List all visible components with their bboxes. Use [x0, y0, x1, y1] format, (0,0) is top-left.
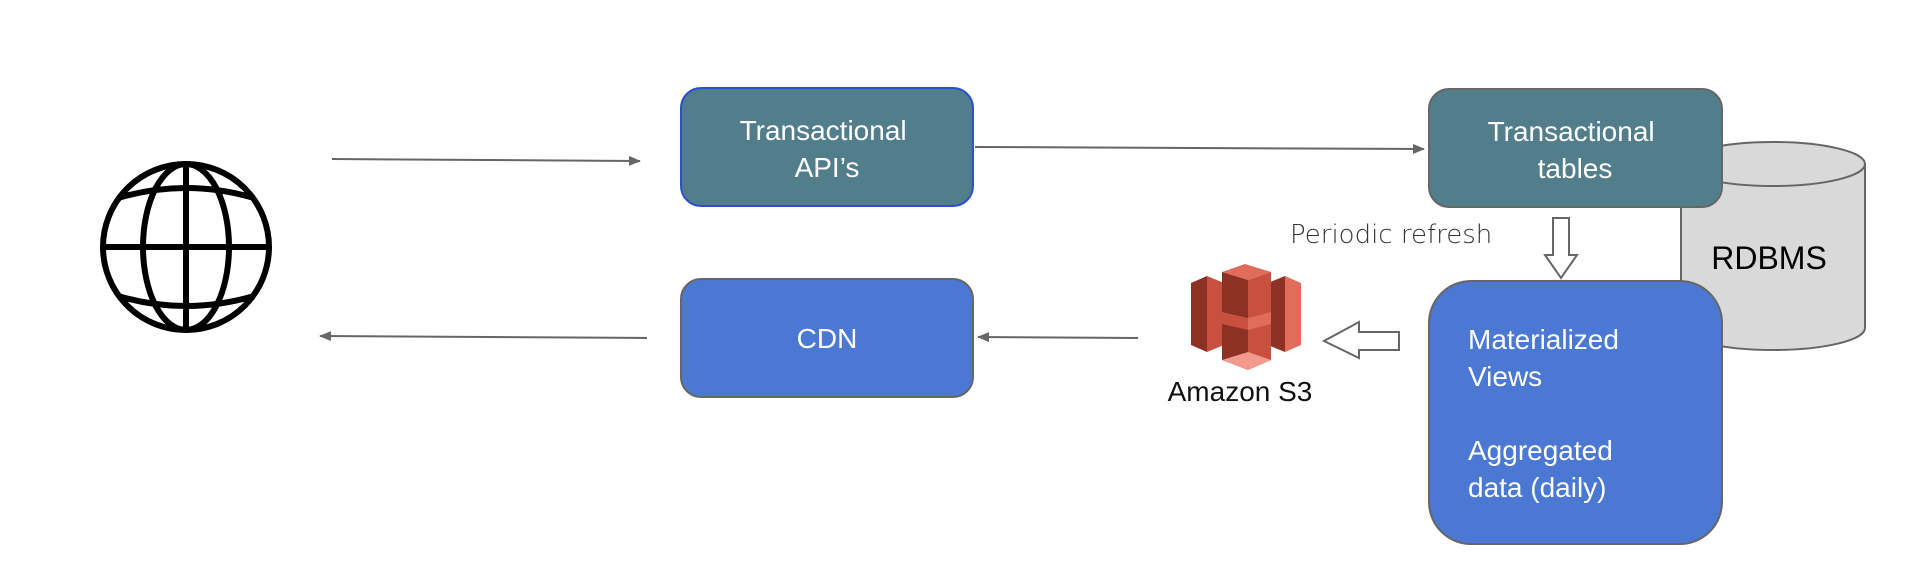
transactional-apis-line-1: Transactional [740, 115, 907, 146]
views-line-5: data (daily) [1468, 472, 1607, 503]
amazon-s3-icon [1191, 264, 1301, 370]
svg-text:Transactional API’s: Transactional API’s [740, 115, 915, 183]
rdbms-cylinder: RDBMS [1680, 141, 1866, 351]
arrow-s3-to-cdn [977, 332, 1139, 343]
globe-icon [100, 161, 272, 333]
amazon-s3-label: Amazon S3 [1168, 376, 1313, 407]
svg-text:Materialized Views: Materialized Views Aggregated data (dail… [1468, 324, 1627, 503]
transactional-apis-line-2: API’s [795, 152, 860, 183]
views-line-1: Materialized [1468, 324, 1619, 355]
periodic-refresh-label: Periodic refresh [1290, 220, 1492, 250]
arrow-cdn-to-internet [319, 331, 648, 342]
transactional-tables-line-1: Transactional [1488, 116, 1655, 147]
transactional-apis-box: Transactional API’s [680, 87, 974, 207]
views-line-2: Views [1468, 361, 1542, 392]
transactional-tables-box: Transactional tables [1428, 88, 1723, 208]
export-left-arrow [1321, 320, 1400, 360]
svg-text:Transactional tables: Transactional tables [1488, 116, 1663, 184]
arrow-internet-to-apis [331, 155, 641, 166]
cdn-label: CDN [797, 323, 858, 354]
refresh-down-arrow [1543, 217, 1579, 280]
transactional-tables-line-2: tables [1538, 153, 1613, 184]
rdbms-label: RDBMS [1711, 240, 1827, 276]
views-line-4: Aggregated [1468, 435, 1613, 466]
cdn-box: CDN [680, 278, 974, 398]
arrow-apis-to-tables [974, 143, 1425, 154]
materialized-views-box: Materialized Views Aggregated data (dail… [1428, 280, 1723, 545]
